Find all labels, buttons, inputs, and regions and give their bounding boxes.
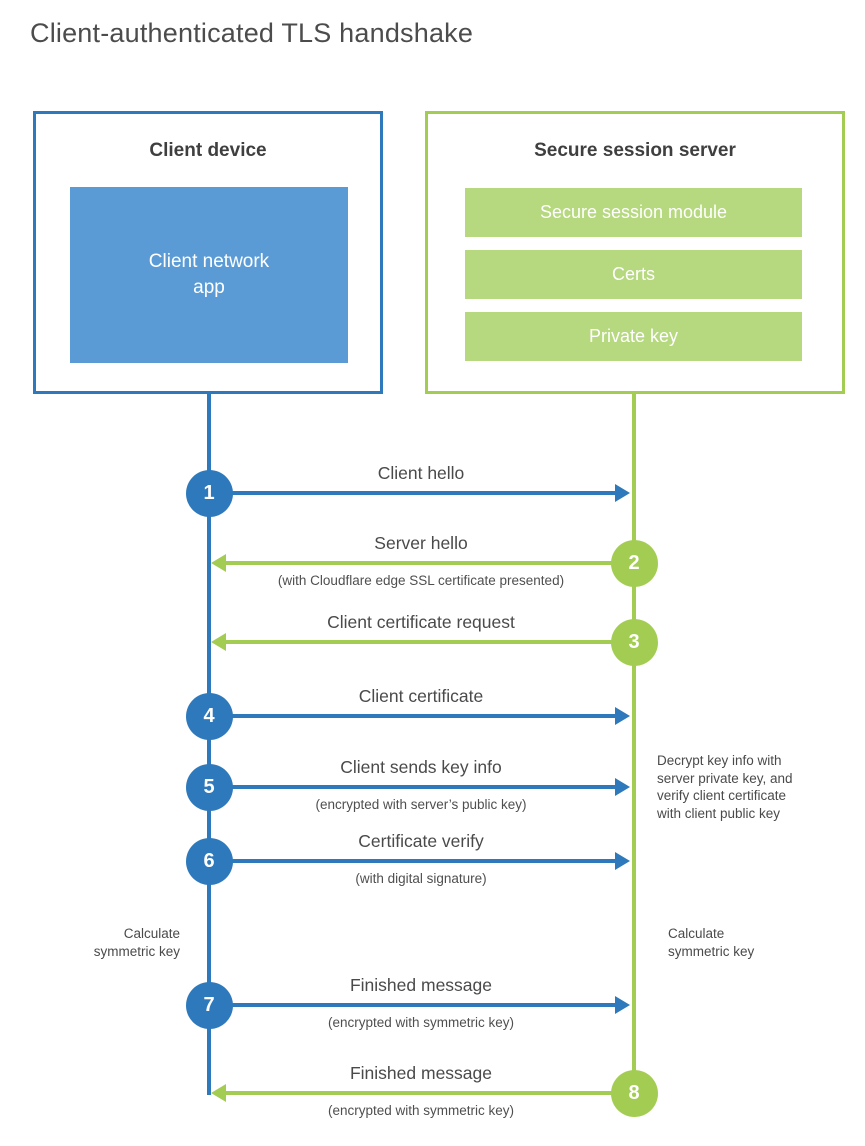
calc-symmetric-key-client: Calculate symmetric key: [93, 926, 180, 959]
calc-symmetric-key-server: Calculate symmetric key: [668, 926, 755, 959]
step-2-label: Server hello: [374, 533, 468, 553]
server-certs-bar: Certs: [465, 250, 802, 299]
step-5-arrowhead-icon: [615, 778, 630, 796]
step-7-circle: 7: [185, 981, 233, 1029]
step-8-circle: 8: [610, 1069, 658, 1117]
page-title: Client-authenticated TLS handshake: [30, 18, 474, 48]
server-private-key-bar: Private key: [465, 312, 802, 361]
server-title: Secure session server: [534, 140, 736, 161]
step-3-arrowhead-icon: [211, 633, 226, 651]
step-8-arrowhead-icon: [211, 1084, 226, 1102]
step-1-circle: 1: [185, 469, 233, 517]
step-7-sublabel: (encrypted with symmetric key): [327, 1015, 515, 1030]
step-2-circle: 2: [610, 539, 658, 587]
step-5-label: Client sends key info: [340, 757, 502, 777]
step-8-arrow: [226, 1091, 632, 1095]
step-7-arrow: [211, 1003, 615, 1007]
step-1-arrow: [211, 491, 615, 495]
step-4-arrow: [211, 714, 615, 718]
step-6-arrowhead-icon: [615, 852, 630, 870]
step-5-arrow: [211, 785, 615, 789]
server-module-bar: Secure session module: [465, 188, 802, 237]
client-device-title: Client device: [149, 140, 267, 161]
step-4-label: Client certificate: [358, 686, 484, 706]
step-1-arrowhead-icon: [615, 484, 630, 502]
client-network-app-box: Client network app: [70, 187, 348, 363]
step-6-sublabel: (with digital signature): [355, 871, 487, 886]
step-4-arrowhead-icon: [615, 707, 630, 725]
client-lifeline: [207, 394, 211, 1095]
step-6-circle: 6: [185, 837, 233, 885]
step-3-arrow: [226, 640, 632, 644]
step-8-label: Finished message: [349, 1063, 493, 1083]
step-5-sublabel: (encrypted with server’s public key): [315, 797, 527, 812]
secure-session-server-box: Secure session server Secure session mod…: [425, 111, 845, 394]
step-6-arrow: [211, 859, 615, 863]
client-device-box: Client device Client network app: [33, 111, 383, 394]
step-3-label: Client certificate request: [327, 612, 515, 632]
step-4-circle: 4: [185, 692, 233, 740]
step-2-arrow: [226, 561, 632, 565]
step-7-label: Finished message: [349, 975, 493, 995]
step-1-label: Client hello: [377, 463, 465, 483]
step-2-sublabel: (with Cloudflare edge SSL certificate pr…: [277, 573, 565, 588]
step-2-arrowhead-icon: [211, 554, 226, 572]
step-6-label: Certificate verify: [358, 831, 484, 851]
step-8-sublabel: (encrypted with symmetric key): [327, 1103, 515, 1118]
step-5-circle: 5: [185, 763, 233, 811]
step-3-circle: 3: [610, 618, 658, 666]
server-lifeline: [632, 394, 636, 1093]
step-7-arrowhead-icon: [615, 996, 630, 1014]
decrypt-key-note: Decrypt key info with server private key…: [657, 753, 793, 821]
